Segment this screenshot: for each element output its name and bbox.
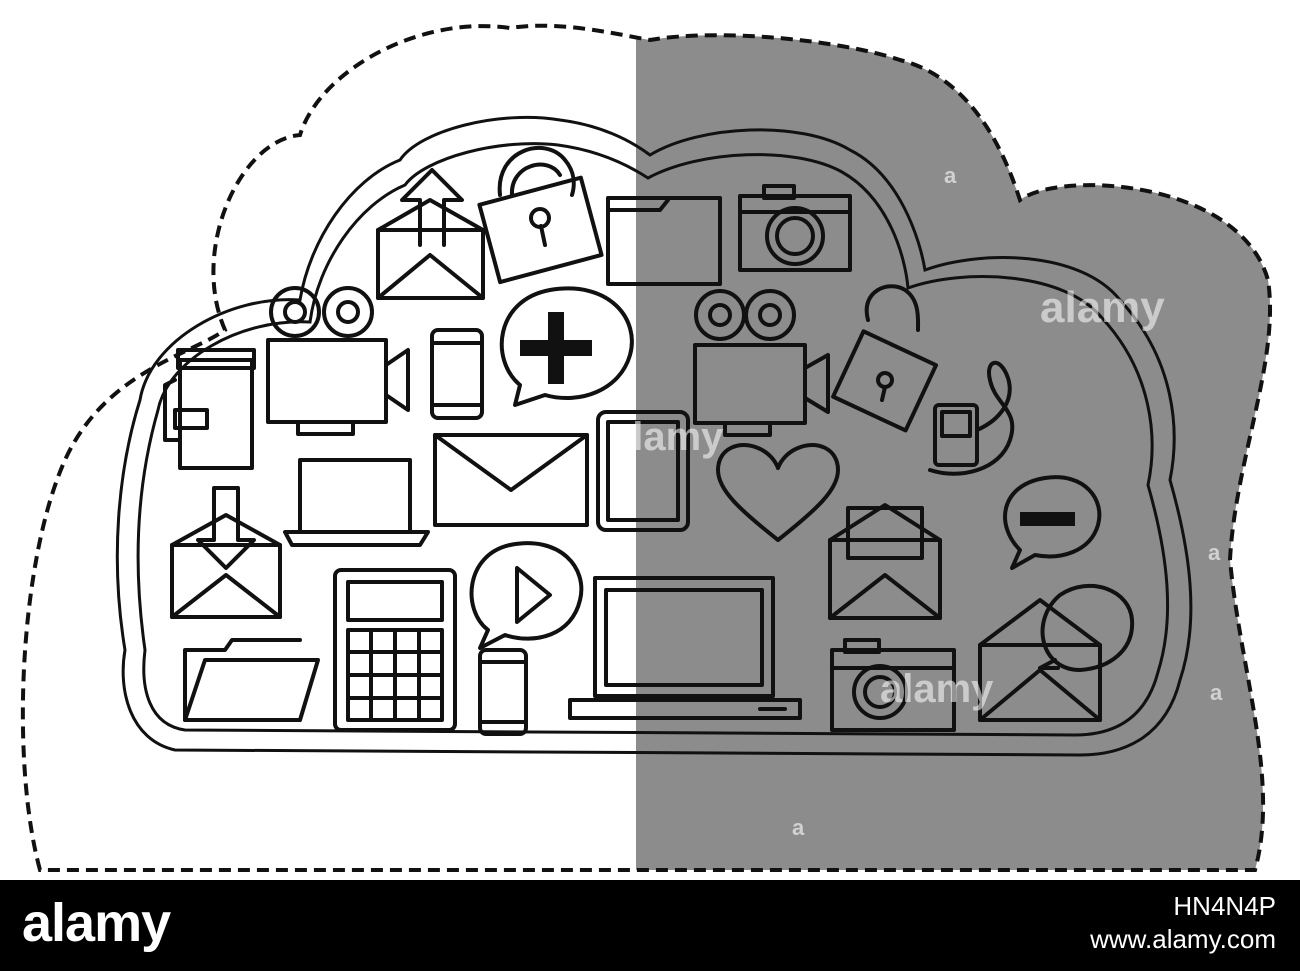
- open-mail-icon: [828, 503, 942, 620]
- folder-icon: [606, 196, 722, 286]
- footer-meta: HN4N4P www.alamy.com: [716, 890, 1276, 960]
- svg-text:alamy: alamy: [880, 667, 994, 711]
- mail-upload-icon: [376, 168, 485, 300]
- svg-text:a: a: [1210, 680, 1223, 705]
- sticker-dashed-outline: [20, 23, 1273, 872]
- svg-text:a: a: [944, 163, 957, 188]
- calculator-icon: [333, 568, 457, 732]
- site-url[interactable]: www.alamy.com: [1090, 924, 1276, 954]
- minus-chat-icon: [1003, 475, 1102, 570]
- smartphone-icon: [478, 648, 528, 736]
- svg-text:a: a: [1208, 540, 1221, 565]
- image-id: HN4N4P: [1173, 891, 1276, 921]
- envelope-icon: [433, 433, 589, 527]
- video-camera-icon: [266, 286, 410, 436]
- watermark-group: alamy alamy alamy a a a a a: [512, 163, 1223, 840]
- svg-text:alamy: alamy: [610, 415, 724, 459]
- mp3-player-icon: [928, 360, 1015, 476]
- camera-icon: [830, 638, 956, 732]
- cloud-icons-illustration: alamy alamy alamy a a a a a: [20, 23, 1273, 872]
- chat-bubbles-icon: [978, 584, 1135, 722]
- coffee-cup-icon: [163, 348, 256, 470]
- mail-download-icon: [170, 486, 282, 619]
- cloud-outline-outer: [115, 115, 1193, 757]
- play-chat-icon: [469, 541, 584, 650]
- smartphone-icon: [430, 328, 484, 420]
- svg-text:alamy: alamy: [1040, 283, 1165, 332]
- camera-icon: [738, 184, 852, 272]
- video-camera-icon: [693, 289, 830, 437]
- folder-icon: [183, 638, 320, 722]
- svg-text:a: a: [512, 815, 525, 840]
- heart-icon: [716, 443, 840, 542]
- tablet-icon: [596, 410, 690, 532]
- laptop-icon: [283, 458, 430, 547]
- cloud-outline-inner: [136, 142, 1170, 737]
- footer-bar: alamy HN4N4P www.alamy.com: [0, 880, 1300, 971]
- open-padlock-icon: [831, 284, 939, 433]
- svg-text:a: a: [792, 815, 805, 840]
- add-chat-icon: [499, 286, 634, 407]
- footer-logo[interactable]: alamy: [22, 893, 171, 953]
- laptop-icon: [568, 576, 802, 720]
- padlock-icon: [477, 145, 604, 285]
